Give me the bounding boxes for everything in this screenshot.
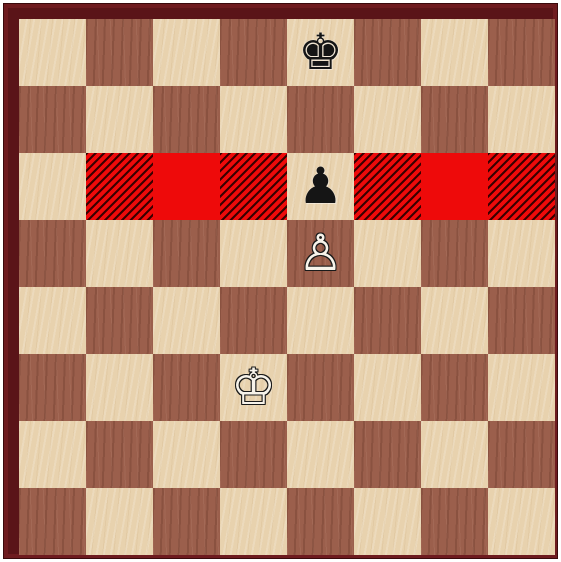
square-c8[interactable] [153,19,220,86]
square-g6[interactable] [421,153,488,220]
board-frame: ♚ ♟♙♔ [3,3,558,559]
square-f3[interactable] [354,354,421,421]
square-b4[interactable] [86,287,153,354]
square-b7[interactable] [86,86,153,153]
square-c3[interactable] [153,354,220,421]
square-a1[interactable] [19,488,86,555]
square-e1[interactable] [287,488,354,555]
square-a6[interactable] [19,153,86,220]
square-f1[interactable] [354,488,421,555]
chess-board: ♚ ♟♙♔ [19,19,555,555]
square-f6[interactable] [354,153,421,220]
square-h7[interactable] [488,86,555,153]
square-e8[interactable]: ♚ [287,19,354,86]
square-g7[interactable] [421,86,488,153]
square-g1[interactable] [421,488,488,555]
square-a2[interactable] [19,421,86,488]
square-b8[interactable] [86,19,153,86]
square-d6[interactable] [220,153,287,220]
square-e4[interactable] [287,287,354,354]
square-d5[interactable] [220,220,287,287]
square-e5[interactable]: ♙ [287,220,354,287]
square-g4[interactable] [421,287,488,354]
black-king-icon[interactable]: ♚ [287,19,354,86]
square-h8[interactable] [488,19,555,86]
square-h4[interactable] [488,287,555,354]
square-a8[interactable] [19,19,86,86]
square-h6[interactable] [488,153,555,220]
square-d1[interactable] [220,488,287,555]
square-h5[interactable] [488,220,555,287]
square-c7[interactable] [153,86,220,153]
square-b1[interactable] [86,488,153,555]
square-d2[interactable] [220,421,287,488]
square-f4[interactable] [354,287,421,354]
square-e7[interactable] [287,86,354,153]
square-f8[interactable] [354,19,421,86]
square-e6[interactable]: ♟ [287,153,354,220]
black-pawn-icon[interactable]: ♟ [287,153,354,220]
white-king-icon[interactable]: ♔ [220,354,287,421]
square-b5[interactable] [86,220,153,287]
square-c5[interactable] [153,220,220,287]
square-d8[interactable] [220,19,287,86]
square-e2[interactable] [287,421,354,488]
square-a4[interactable] [19,287,86,354]
square-h3[interactable] [488,354,555,421]
square-f7[interactable] [354,86,421,153]
square-b6[interactable] [86,153,153,220]
square-f5[interactable] [354,220,421,287]
square-f2[interactable] [354,421,421,488]
square-c1[interactable] [153,488,220,555]
square-e3[interactable] [287,354,354,421]
square-d7[interactable] [220,86,287,153]
square-h1[interactable] [488,488,555,555]
square-g2[interactable] [421,421,488,488]
square-c2[interactable] [153,421,220,488]
square-h2[interactable] [488,421,555,488]
square-g5[interactable] [421,220,488,287]
square-b3[interactable] [86,354,153,421]
square-a7[interactable] [19,86,86,153]
square-a3[interactable] [19,354,86,421]
square-d4[interactable] [220,287,287,354]
square-b2[interactable] [86,421,153,488]
square-a5[interactable] [19,220,86,287]
square-d3[interactable]: ♔ [220,354,287,421]
square-g8[interactable] [421,19,488,86]
white-pawn-icon[interactable]: ♙ [287,220,354,287]
square-c6[interactable] [153,153,220,220]
square-c4[interactable] [153,287,220,354]
square-g3[interactable] [421,354,488,421]
